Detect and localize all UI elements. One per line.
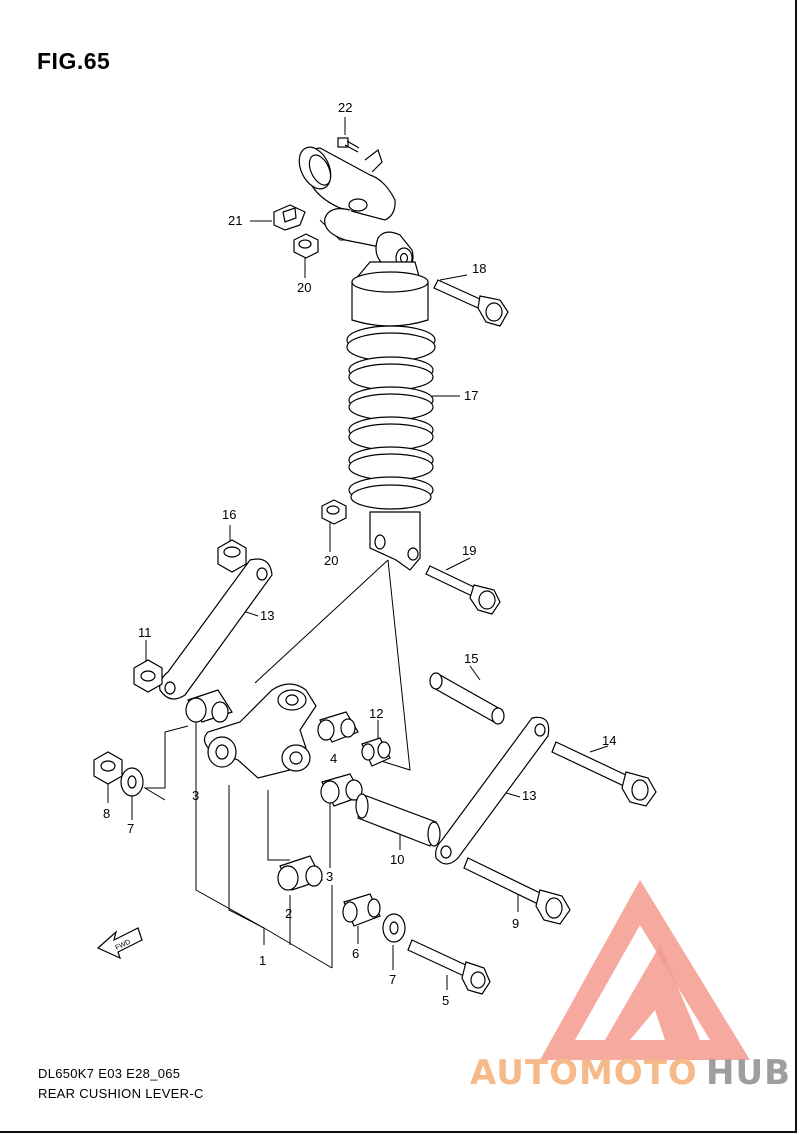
nut-16 <box>217 539 247 573</box>
callout-7-left: 7 <box>127 821 134 836</box>
bolt-19 <box>425 565 501 615</box>
callout-10: 10 <box>390 852 404 867</box>
callout-7-right: 7 <box>389 972 396 987</box>
link-rod-13-left <box>159 558 273 700</box>
model-code: DL650K7 E03 E28_065 <box>38 1066 181 1081</box>
callout-19: 19 <box>462 543 476 558</box>
washer-7-left <box>120 767 144 797</box>
callout-12: 12 <box>369 706 383 721</box>
bearing-2 <box>277 855 323 891</box>
bolt-5 <box>407 939 491 995</box>
callout-15: 15 <box>464 651 478 666</box>
sleeve-15 <box>429 672 505 725</box>
callout-3-right: 3 <box>326 869 333 884</box>
callout-18: 18 <box>472 261 486 276</box>
watermark-logo <box>540 880 750 1060</box>
callout-9: 9 <box>512 916 519 931</box>
shock-adjuster-reservoir <box>298 146 396 249</box>
figure-title: FIG.65 <box>37 48 111 74</box>
bearing-3-right <box>320 773 363 807</box>
callout-16: 16 <box>222 507 236 522</box>
bearing-3-upper <box>185 689 233 723</box>
clamp-21 <box>273 204 306 231</box>
bolt-14 <box>551 741 657 807</box>
bolt-9 <box>463 857 571 925</box>
fwd-arrow-icon <box>96 927 143 960</box>
callout-4: 4 <box>330 751 337 766</box>
nut-8 <box>93 751 123 785</box>
callout-17: 17 <box>464 388 478 403</box>
watermark-text: AUTOMOTO HUB <box>470 1053 791 1093</box>
cushion-lever-1 <box>203 683 317 779</box>
watermark-text-part2: HUB <box>706 1053 791 1093</box>
leader-lines <box>107 117 609 990</box>
sleeve-6 <box>342 893 381 927</box>
callout-13-right: 13 <box>522 788 536 803</box>
nut-20-lower <box>321 499 347 525</box>
link-rod-13-right <box>435 716 550 865</box>
callout-20-upper: 20 <box>297 280 311 295</box>
callout-3-left: 3 <box>192 788 199 803</box>
callout-20-lower: 20 <box>324 553 338 568</box>
callout-6: 6 <box>352 946 359 961</box>
bearing-4 <box>317 711 359 743</box>
nut-11 <box>133 659 163 693</box>
callout-13-left: 13 <box>260 608 274 623</box>
diagram-name: REAR CUSHION LEVER-C <box>38 1086 204 1101</box>
shock-absorber-17 <box>346 231 436 571</box>
callout-2: 2 <box>285 906 292 921</box>
callout-14: 14 <box>602 733 616 748</box>
callout-11: 11 <box>138 625 152 640</box>
bolt-22 <box>337 137 360 153</box>
sleeve-12 <box>361 737 391 767</box>
callout-labels: 22 21 20 18 17 20 19 16 13 11 15 12 14 4… <box>103 100 616 1008</box>
washer-7-right <box>382 913 406 943</box>
callout-5: 5 <box>442 993 449 1008</box>
callout-22: 22 <box>338 100 352 115</box>
sleeve-10 <box>355 793 441 847</box>
watermark-text-part1: AUTOMOTO <box>470 1053 698 1093</box>
nut-20-upper <box>293 233 319 259</box>
callout-21: 21 <box>228 213 242 228</box>
bolt-18 <box>433 279 509 327</box>
callout-8: 8 <box>103 806 110 821</box>
callout-1: 1 <box>259 953 266 968</box>
